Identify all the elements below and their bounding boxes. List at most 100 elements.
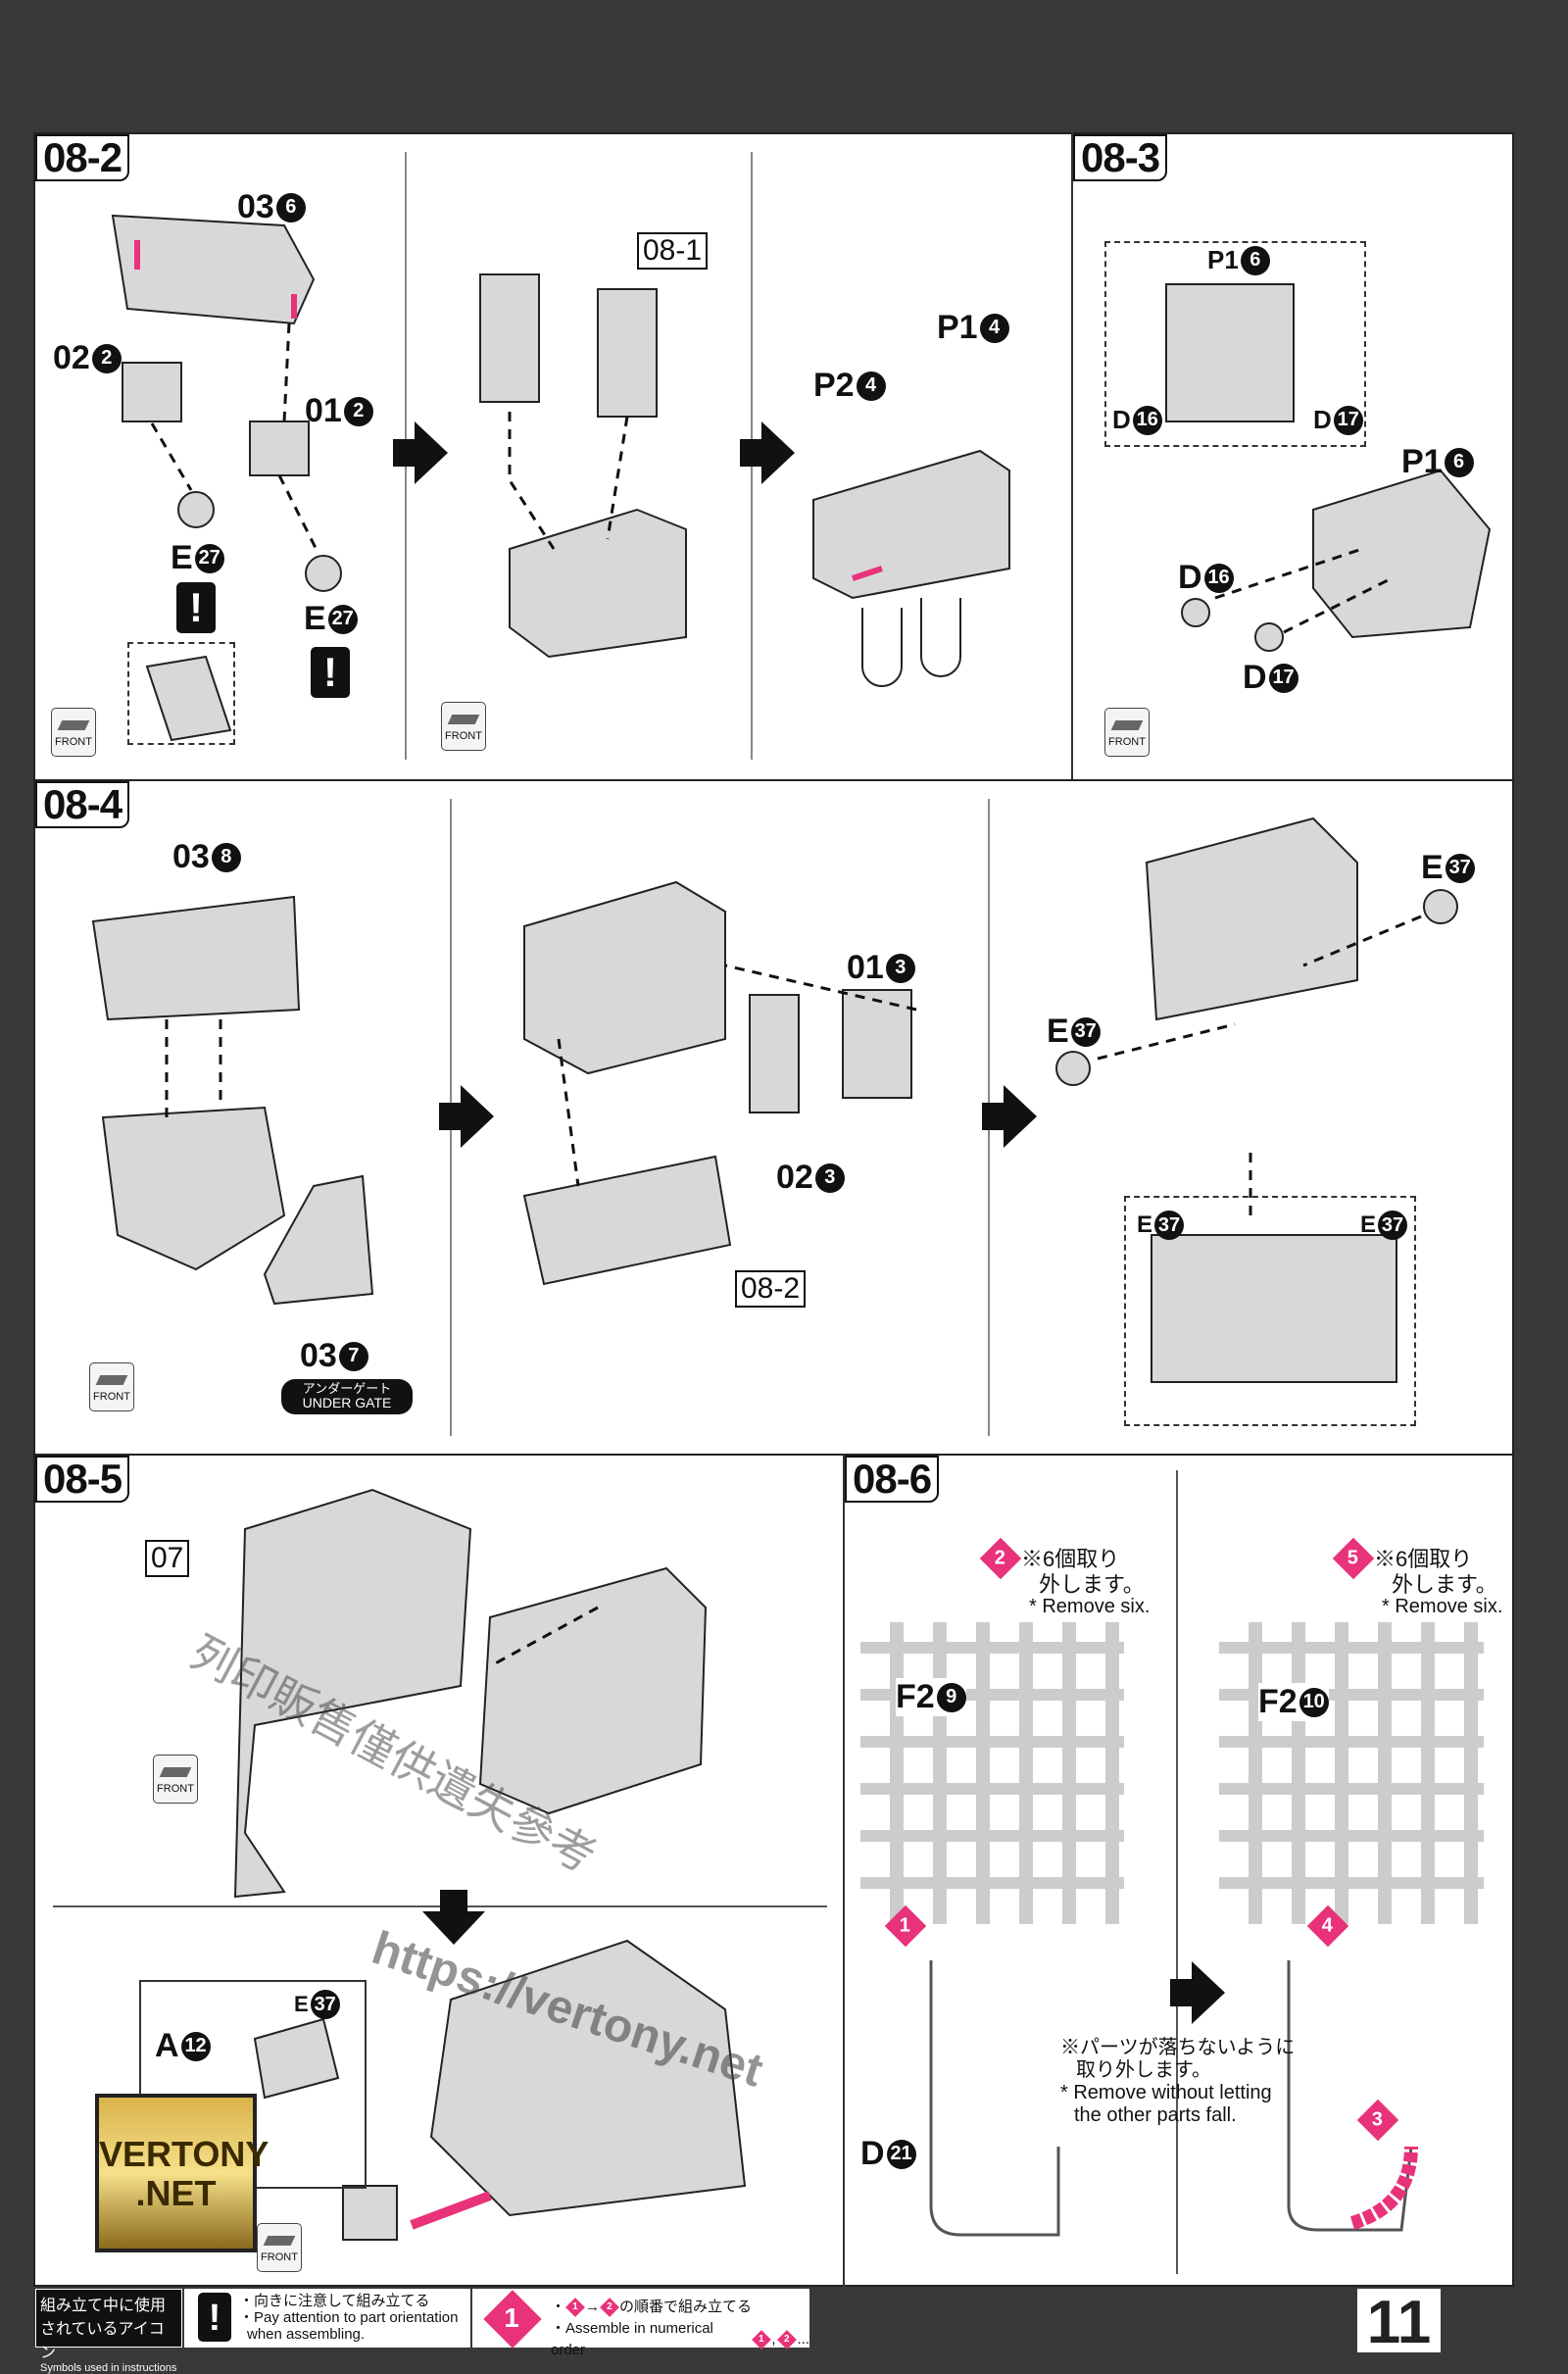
- divider: [843, 1454, 845, 2287]
- part-d16: [1181, 598, 1210, 627]
- part-e27-detail: [145, 655, 232, 742]
- ref-label: 08-2: [735, 1270, 807, 1308]
- fall-note: ※パーツが落ちないように 取り外します。 * Remove without le…: [1060, 2037, 1296, 2126]
- ref-label: 07: [145, 1540, 190, 1577]
- torso: [233, 1488, 472, 1899]
- next-arrow-icon: [740, 421, 795, 484]
- step-08-2-tag: 08-2: [35, 134, 130, 181]
- step-08-6-tag: 08-6: [845, 1456, 940, 1503]
- step-number-4: 4: [1306, 1904, 1349, 1948]
- page-number: 11: [1357, 2289, 1441, 2356]
- vertony-logo: VERTONY.NET: [95, 2094, 269, 2252]
- next-arrow-icon: [982, 1085, 1037, 1148]
- ref-label: 08-1: [637, 232, 709, 270]
- part-e37: [1055, 1051, 1091, 1086]
- rear-view-box: [1124, 1196, 1416, 1426]
- step-08-5-tag: 08-5: [35, 1456, 130, 1503]
- front-icon: FRONT: [441, 702, 486, 751]
- runner-sprue: [1219, 1622, 1484, 1924]
- part-01-2: [249, 420, 310, 476]
- part-a12: [253, 2017, 340, 2100]
- assembly: [1145, 816, 1358, 1021]
- divider: [33, 1454, 1514, 1456]
- assembly-loop: [861, 598, 961, 687]
- part-e37: [1423, 889, 1458, 924]
- part-e27: [177, 491, 215, 528]
- front-icon: FRONT: [257, 2223, 302, 2272]
- down-arrow-icon: [422, 1911, 485, 1945]
- assembly: [812, 449, 1010, 600]
- attention-icon: !: [311, 647, 350, 698]
- runner-sprue: [860, 1622, 1124, 1924]
- step-number-1: 1: [884, 1904, 927, 1948]
- front-icon: FRONT: [153, 1755, 198, 1804]
- part-03-7: [263, 1174, 374, 1306]
- part-e37: [342, 2185, 398, 2241]
- rear-view: [1151, 1234, 1397, 1383]
- next-arrow-icon: [439, 1085, 494, 1148]
- part-d17: [1254, 622, 1284, 652]
- front-icon: FRONT: [51, 708, 96, 757]
- step-08-4-tag: 08-4: [35, 781, 130, 828]
- part-03-6: [111, 214, 316, 325]
- next-arrow-icon: [393, 421, 448, 484]
- front-icon: FRONT: [1104, 708, 1150, 757]
- detail-box: [127, 642, 235, 745]
- detail-box: [1104, 241, 1366, 447]
- step-number-3: 3: [1356, 2099, 1399, 2142]
- front-icon: FRONT: [89, 1362, 134, 1411]
- assembly: [523, 880, 726, 1075]
- step-08-3-tag: 08-3: [1073, 134, 1168, 181]
- assembly: [509, 508, 687, 659]
- attention-icon: !: [198, 2293, 231, 2342]
- part-02-3: [749, 994, 800, 1113]
- remove-six-note: 2※6個取り 外します。 * Remove six.: [979, 1537, 1150, 1618]
- divider: [33, 779, 1514, 781]
- legend-attention: ! ・向きに注意して組み立てる・Pay attention to part or…: [184, 2289, 470, 2348]
- assembly-08-2: [522, 1155, 732, 1286]
- part-p1-6: [1165, 283, 1295, 422]
- divider: [1071, 132, 1073, 779]
- part-08-1: [479, 273, 540, 403]
- attention-icon: !: [176, 582, 216, 633]
- assembly: [101, 1106, 286, 1271]
- part-01-3: [842, 989, 912, 1099]
- legend-title: 組み立て中に使用 されているアイコン Symbols used in instr…: [35, 2289, 182, 2374]
- divider: [1176, 1470, 1178, 2274]
- part-02-2: [122, 362, 182, 422]
- part-03-8: [91, 895, 301, 1021]
- part-08-1: [597, 288, 658, 418]
- part-p1-6: [1312, 469, 1492, 639]
- torso-assembled: [429, 1939, 747, 2217]
- next-arrow-icon: [1170, 1961, 1225, 2024]
- part-e27: [305, 555, 342, 592]
- assembly: [478, 1566, 708, 1815]
